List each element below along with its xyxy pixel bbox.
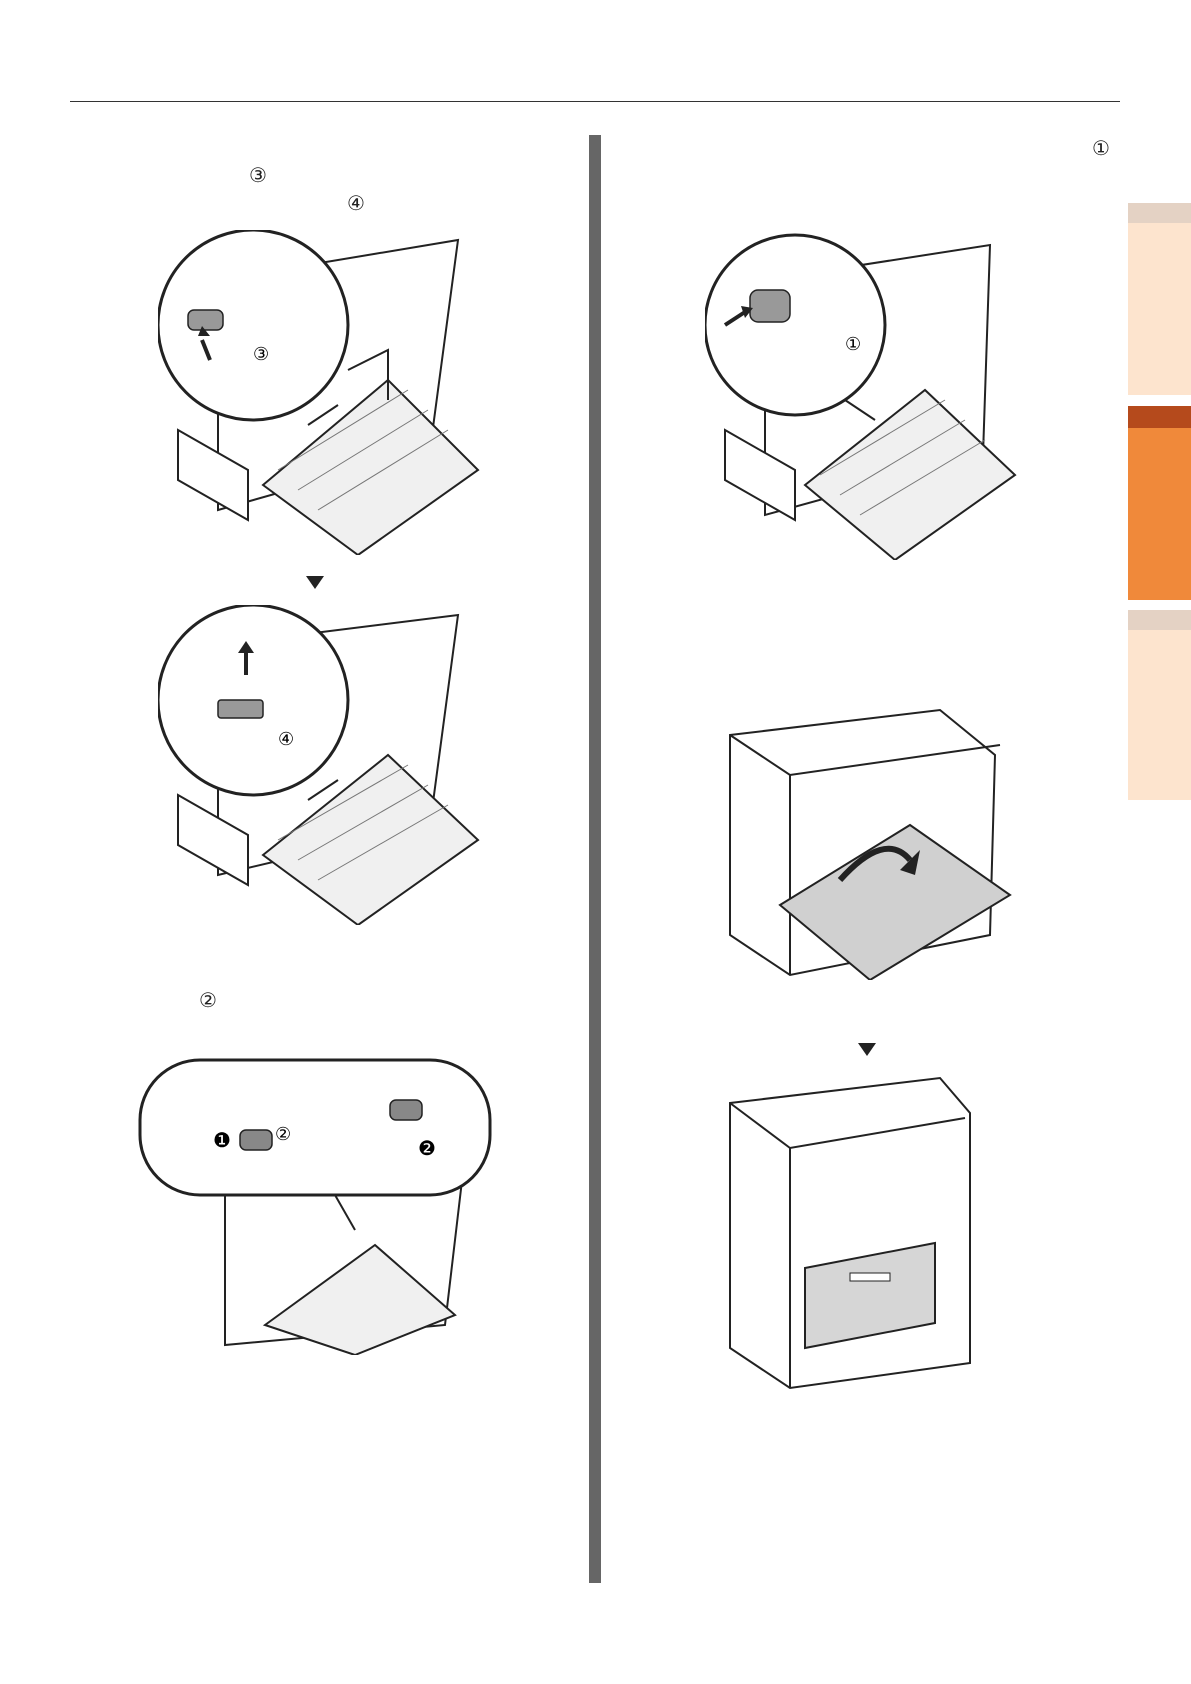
step-marker-2: ② [199, 990, 217, 1010]
figure-printer-roller-3: ③ [158, 230, 488, 555]
side-tab-3-header [1128, 610, 1191, 630]
figure-printer-roller-1: ① [705, 230, 1035, 560]
column-divider [589, 135, 601, 1583]
callout-4: ④ [278, 729, 294, 750]
figure-printer-cover-closed [710, 1073, 1025, 1393]
side-tab-2-active[interactable] [1128, 428, 1191, 600]
figure-printer-guide-4: ④ [158, 605, 488, 925]
side-tab-1[interactable] [1128, 223, 1191, 395]
side-tab-3[interactable] [1128, 630, 1191, 800]
side-tab-1-header [1128, 203, 1191, 223]
step-2-badge: ❷ [418, 1136, 436, 1160]
printer-illustration-1: ③ [158, 230, 488, 555]
header-rule [70, 101, 1120, 102]
step-marker-1: ① [1092, 138, 1110, 158]
callout-1: ① [845, 334, 861, 355]
side-tab-2-header [1128, 406, 1191, 428]
step-1-badge: ❶ [213, 1128, 231, 1152]
figure-printer-roller-2: ❶ ② ❷ [135, 1055, 500, 1355]
step-marker-3: ③ [249, 165, 267, 185]
callout-3: ③ [253, 344, 269, 365]
down-triangle-icon [858, 1043, 876, 1056]
callout-2: ② [275, 1124, 291, 1145]
figure-printer-close-cover [710, 705, 1025, 980]
down-triangle-icon [306, 576, 324, 589]
step-marker-4: ④ [347, 193, 365, 213]
